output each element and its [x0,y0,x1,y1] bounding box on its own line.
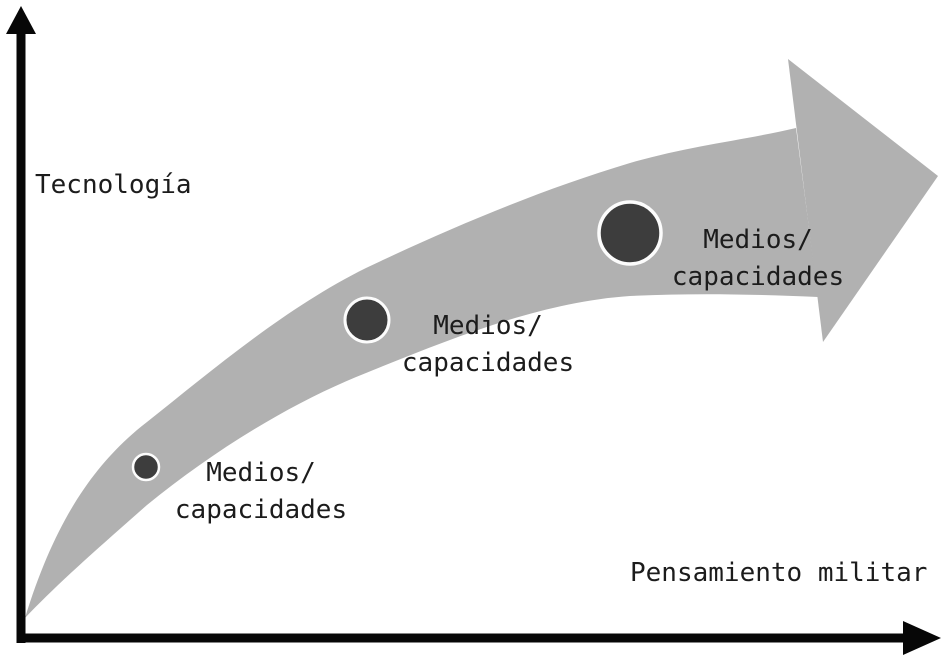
y-axis [6,6,36,643]
milestone-label-medium: Medios/ capacidades [401,311,575,378]
x-axis-line [16,633,906,643]
milestone-label-large: Medios/ capacidades [671,225,845,292]
y-axis-line [16,26,26,643]
growth-arrow-head [788,59,938,342]
x-axis [16,621,941,655]
milestone-dot-medium [343,296,391,344]
milestone-dot-large [597,200,663,266]
x-axis-arrowhead-icon [903,621,941,655]
x-axis-label: Pensamiento militar [630,558,928,588]
y-axis-label: Tecnología [35,170,192,200]
y-axis-arrowhead-icon [6,6,36,34]
milestone-label-small: Medios/ capacidades [174,458,348,525]
milestone-dot-small [131,452,161,482]
